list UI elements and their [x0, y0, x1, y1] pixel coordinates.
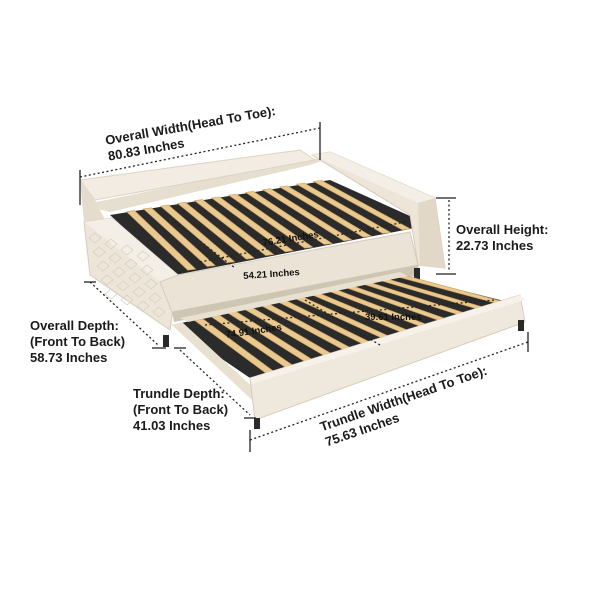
bed-slat [261, 188, 353, 242]
tuft-diamond [136, 300, 150, 312]
bed-slat [227, 193, 314, 249]
trundle-left-rail [172, 322, 258, 400]
bed-right-arm-face [418, 198, 445, 268]
tuft-diamond [88, 232, 102, 244]
bed-front-rail [159, 231, 419, 313]
dim-trundle-slat-width [304, 299, 381, 346]
overall-depth-value: 58.73 Inches [30, 350, 108, 365]
tuft-diamond [136, 250, 150, 262]
bed-slat [125, 210, 197, 271]
overall-height-label: Overall Height: 22.73 Inches [456, 222, 548, 254]
bed-leg-front-left [163, 335, 169, 347]
trundle-depth-value: 41.03 Inches [133, 418, 211, 433]
bed-slat [312, 180, 412, 231]
bed-slat [142, 207, 216, 267]
bed-slat [295, 182, 392, 234]
trundle-caster-right [518, 320, 524, 331]
bed-slats [125, 180, 412, 271]
trundle-depth-title: Trundle Depth: [133, 386, 225, 401]
dimension-lines [79, 122, 529, 452]
tuft-diamond [148, 292, 162, 304]
tuft-diamond [152, 306, 166, 318]
trundle-depth-label: Trundle Depth: (Front To Back) 41.03 Inc… [133, 386, 228, 434]
bed-back-panel-top [79, 149, 317, 201]
bed-back-panel [82, 158, 330, 212]
tuft-diamond [108, 252, 122, 264]
tuft-diamond [132, 286, 146, 298]
tuft-diamond [120, 244, 134, 256]
dim-trundle-slat-length [204, 299, 496, 326]
tuft-diamond [112, 266, 126, 278]
dim-overall-depth [89, 281, 159, 346]
bed-slat [244, 191, 334, 245]
bed-right-arm-top [312, 152, 435, 203]
bed-leg-front-right [414, 268, 420, 280]
bed-slat [193, 199, 275, 256]
tuft-diamond [140, 264, 154, 276]
trundle-front-top [250, 295, 525, 384]
tuft-diamond [128, 272, 142, 284]
tuft-diamond [96, 260, 110, 272]
tufting-pattern [88, 232, 166, 318]
trundle-slat-width-label: 39.61 Inches [365, 312, 422, 323]
tuft-diamond [120, 294, 134, 306]
bed-slat [176, 202, 255, 260]
trundle-depth-note: (Front To Back) [133, 402, 229, 417]
tuft-diamond [100, 274, 114, 286]
bed-left-arm-top [84, 218, 178, 282]
bed-slat [278, 185, 373, 238]
dim-bed-slat-length [199, 221, 406, 263]
tuft-diamond [124, 258, 138, 270]
overall-depth-note: (Front To Back) [30, 334, 126, 349]
dim-bed-slat-width [174, 221, 236, 269]
bed-slat [210, 196, 295, 253]
tuft-diamond [104, 238, 118, 250]
tuft-diamond [92, 246, 106, 258]
overall-height-title: Overall Height: [456, 222, 549, 237]
overall-depth-title: Overall Depth: [30, 318, 119, 333]
overall-height-value: 22.73 Inches [456, 238, 534, 253]
trundle-slats [193, 274, 512, 374]
trundle-caster-left [254, 418, 260, 429]
bed-back-wall [80, 180, 110, 230]
overall-depth-label: Overall Depth: (Front To Back) 58.73 Inc… [30, 318, 125, 366]
trundle-back-rail [180, 272, 408, 322]
tuft-diamond [104, 288, 118, 300]
tuft-diamond [116, 280, 130, 292]
trundle-front-panel [249, 294, 526, 421]
dim-overall-width [79, 127, 321, 178]
tuft-diamond [144, 278, 158, 290]
trundle-frame-base [172, 275, 520, 378]
